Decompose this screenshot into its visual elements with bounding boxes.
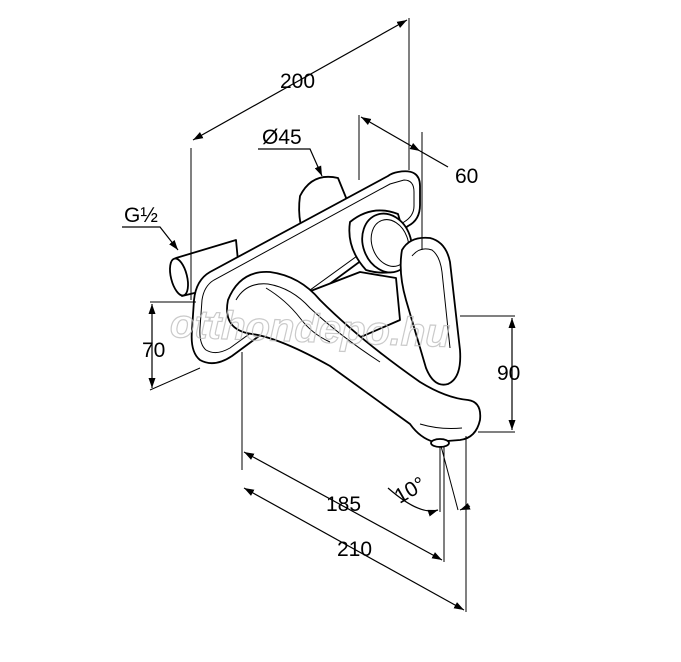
dim-spout-projection: 185	[326, 493, 361, 516]
dim-outlet-angle: 10°	[391, 473, 430, 509]
dim-spout-to-lever: 60	[455, 165, 478, 188]
dim-spout-height: 90	[497, 362, 520, 385]
spout	[226, 271, 482, 443]
dim-total-projection: 210	[337, 538, 372, 561]
dim-plate-height: 70	[142, 339, 165, 362]
watermark: otthondepo.hu	[169, 302, 450, 356]
aerator	[430, 438, 450, 448]
dimension-lines	[122, 19, 516, 611]
dim-total-depth: 200	[280, 70, 315, 93]
dim-flange-diameter: Ø45	[262, 126, 302, 149]
faucet-body	[169, 170, 482, 448]
lever-handle	[399, 236, 462, 386]
dim-thread: G½	[124, 204, 158, 227]
